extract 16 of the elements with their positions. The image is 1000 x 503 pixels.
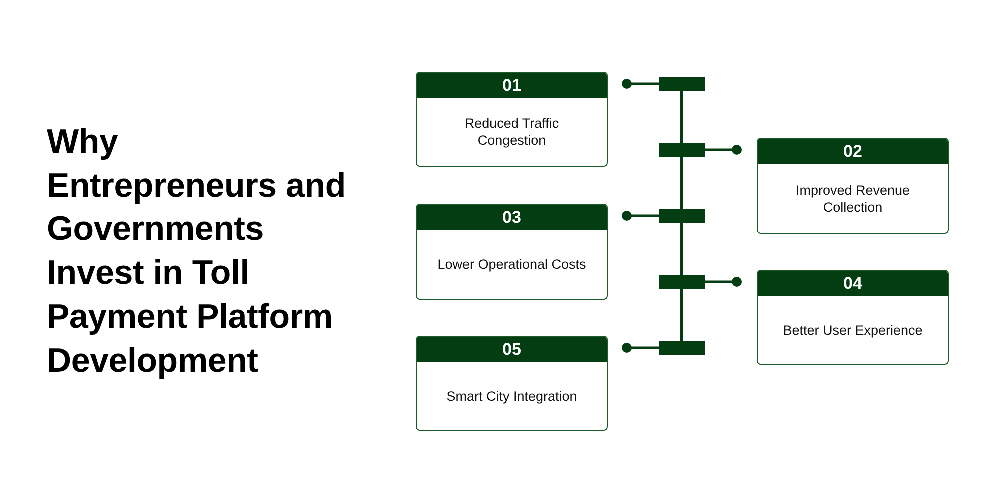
step-number: 01 [417, 73, 607, 98]
step-card [757, 138, 949, 234]
step-number: 02 [758, 139, 948, 164]
step-card [416, 336, 608, 431]
step-description: Better User Experience [783, 322, 923, 338]
step-card [416, 72, 608, 167]
step-number: 03 [417, 205, 607, 230]
title: Why Entrepreneurs and Governments Invest in Toll Payment Platform Development [47, 122, 347, 382]
step-card [416, 204, 608, 300]
step-number: 04 [758, 271, 948, 296]
step-description: Reduced Traffic Congestion [464, 115, 560, 149]
step-number: 05 [417, 337, 607, 362]
step-description: Improved Revenue Collection [794, 182, 912, 216]
step-card [757, 270, 949, 365]
step-description: Lower Operational Costs [438, 256, 586, 273]
step-description: Smart City Integration [446, 388, 578, 404]
